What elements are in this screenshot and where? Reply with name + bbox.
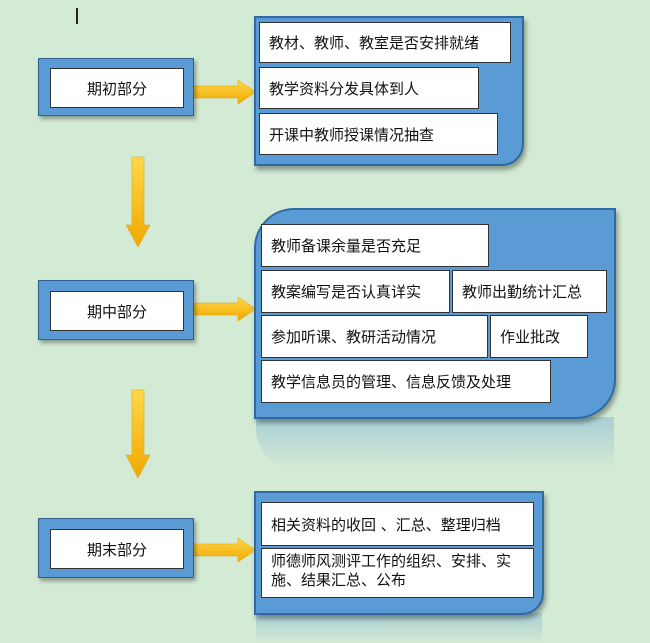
panel-reflection	[256, 613, 542, 643]
right-arrow-2	[189, 296, 257, 322]
group2-item: 教学信息员的管理、信息反馈及处理	[261, 360, 551, 403]
group1-item: 开课中教师授课情况抽查	[259, 113, 498, 155]
item-text: 教学信息员的管理、信息反馈及处理	[271, 373, 512, 391]
phase-label-box: 期中部分	[50, 291, 184, 331]
down-arrow-2	[125, 389, 151, 479]
item-text: 开课中教师授课情况抽查	[269, 125, 435, 144]
item-text: 教师备课余量是否充足	[271, 237, 422, 255]
phase-box-middle: 期中部分	[38, 280, 194, 340]
phase-box-initial: 期初部分	[38, 58, 194, 116]
group1-item: 教学资料分发具体到人	[259, 67, 479, 109]
phase-label: 期初部分	[86, 79, 147, 98]
down-arrow-1	[125, 156, 151, 248]
group3-item: 师德师风测评工作的组织、安排、实施、结果汇总、公布	[261, 548, 534, 598]
item-text: 参加听课、教研活动情况	[271, 328, 437, 346]
panel-reflection	[256, 417, 614, 469]
item-text: 教师出勤统计汇总	[462, 283, 583, 301]
right-arrow-3	[189, 537, 257, 563]
group3-item: 相关资料的收回 、汇总、整理归档	[261, 502, 534, 546]
group1-item: 教材、教师、教室是否安排就绪	[259, 22, 511, 63]
right-arrow-1	[189, 79, 257, 105]
group2-item: 教师出勤统计汇总	[452, 270, 607, 313]
item-text: 师德师风测评工作的组织、安排、实施、结果汇总、公布	[271, 552, 512, 589]
phase-label: 期末部分	[86, 540, 147, 559]
group2-item: 参加听课、教研活动情况	[261, 315, 488, 358]
item-text: 相关资料的收回 、汇总、整理归档	[271, 515, 501, 534]
group2-item: 教案编写是否认真详实	[261, 270, 450, 313]
item-text: 教学资料分发具体到人	[269, 79, 420, 98]
phase-label-box: 期末部分	[50, 529, 184, 569]
item-text: 作业批改	[500, 328, 561, 346]
text-cursor	[76, 8, 78, 24]
item-text: 教案编写是否认真详实	[271, 283, 422, 301]
phase-box-final: 期末部分	[38, 518, 194, 578]
item-text: 教材、教师、教室是否安排就绪	[269, 34, 480, 52]
phase-label: 期中部分	[86, 302, 147, 321]
group2-item: 作业批改	[490, 315, 588, 358]
group2-item: 教师备课余量是否充足	[261, 224, 489, 267]
phase-label-box: 期初部分	[50, 68, 184, 108]
